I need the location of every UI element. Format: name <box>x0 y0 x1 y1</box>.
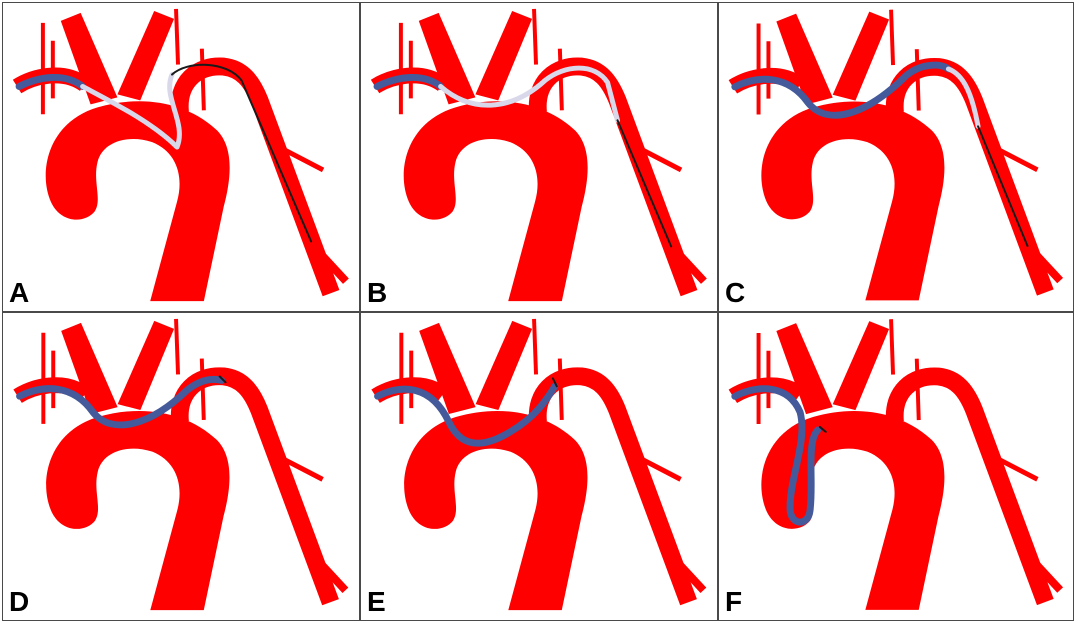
catheter-sheath <box>731 61 952 119</box>
catheter-tip <box>818 425 827 433</box>
left-vertebral-branch <box>557 48 564 111</box>
subclavian-branch-2 <box>639 485 653 503</box>
left-common-carotid <box>832 11 890 101</box>
subclavian-bifurcation <box>1020 238 1064 284</box>
catheter-sheath <box>374 382 559 447</box>
left-vertebral-branch <box>914 49 921 111</box>
panel-e-diagram <box>371 318 707 611</box>
panel-label: D <box>9 586 30 617</box>
left-vertebral-branch <box>199 358 206 421</box>
subclavian-bifurcation <box>305 547 349 593</box>
subclavian-branch-3 <box>657 211 674 264</box>
left-common-carotid <box>117 320 175 411</box>
left-common-carotid <box>117 10 175 101</box>
brachiocephalic-trunk <box>419 322 476 415</box>
subclavian-bifurcation <box>663 547 707 593</box>
carotid-branch <box>889 319 896 375</box>
panel-e: E <box>360 312 718 621</box>
left-subclavian <box>885 367 1054 606</box>
subclavian-bifurcation <box>664 238 707 284</box>
subclavian-branch-3 <box>656 520 673 573</box>
subclavian-branch-1 <box>268 139 325 173</box>
catheter-sheath <box>15 73 87 90</box>
subclavian-branch-3 <box>298 520 315 573</box>
subclavian-bifurcation <box>306 238 349 284</box>
subclavian-bifurcation <box>1020 547 1064 593</box>
left-common-carotid <box>475 320 533 411</box>
subclavian-branch-3 <box>1013 520 1030 573</box>
aortic-arch <box>403 101 588 302</box>
left-subclavian <box>170 367 339 606</box>
left-vertebral-branch <box>199 48 206 111</box>
subclavian-branch-1 <box>982 139 1039 173</box>
carotid-branch <box>174 8 181 65</box>
left-subclavian <box>528 367 697 606</box>
guidewire <box>977 125 1029 247</box>
panel-a-diagram <box>12 8 349 302</box>
carotid-branch <box>532 318 539 375</box>
subclavian-branch-1 <box>625 449 682 482</box>
guidewire <box>171 63 313 243</box>
left-common-carotid <box>832 321 890 411</box>
aortic-arch <box>761 411 945 610</box>
panel-d: D <box>2 312 360 621</box>
catheter-sheath <box>731 385 822 526</box>
carotid-branch <box>889 9 896 66</box>
aortic-arch <box>761 101 945 301</box>
carotid-branch <box>174 318 181 375</box>
left-subclavian <box>170 57 340 297</box>
panel-c: C <box>718 2 1074 312</box>
panel-label: B <box>367 277 388 308</box>
brachiocephalic-trunk <box>61 322 118 415</box>
brachiocephalic-trunk <box>60 12 118 105</box>
panel-b-diagram <box>370 8 707 302</box>
aortic-arch <box>404 410 588 611</box>
left-vertebral-branch <box>914 358 921 421</box>
panel-f-diagram <box>728 319 1064 610</box>
aortic-arch <box>45 101 230 302</box>
panel-a: A <box>2 2 360 312</box>
catheter-inner <box>438 65 620 123</box>
subclavian-branch-1 <box>267 449 324 482</box>
panel-label: A <box>9 277 30 308</box>
left-common-carotid <box>475 10 533 101</box>
subclavian-branch-3 <box>299 211 316 264</box>
subclavian-branch-1 <box>626 139 683 173</box>
panel-label: C <box>725 277 746 308</box>
panel-c-diagram <box>728 9 1064 301</box>
panel-label: F <box>725 586 743 617</box>
catheter-sheath <box>373 73 445 90</box>
catheter-tip <box>218 375 227 384</box>
panel-label: E <box>367 586 386 617</box>
catheter-tip <box>551 377 558 388</box>
panel-f: F <box>718 312 1074 621</box>
guidewire <box>616 119 673 248</box>
brachiocephalic-trunk <box>418 12 476 105</box>
brachiocephalic-trunk <box>776 13 833 105</box>
carotid-branch <box>532 8 539 65</box>
brachiocephalic-trunk <box>776 323 833 415</box>
subclavian-branch-2 <box>996 485 1010 503</box>
subclavian-branch-2 <box>281 485 295 503</box>
subclavian-branch-1 <box>982 449 1039 482</box>
panel-d-diagram <box>13 318 349 611</box>
panel-b: B <box>360 2 718 312</box>
catheter-sheath <box>16 375 226 429</box>
left-vertebral-branch <box>557 358 564 421</box>
catheter-inner <box>80 72 182 150</box>
catheter-inner <box>945 66 981 129</box>
aortic-arch <box>46 410 230 611</box>
